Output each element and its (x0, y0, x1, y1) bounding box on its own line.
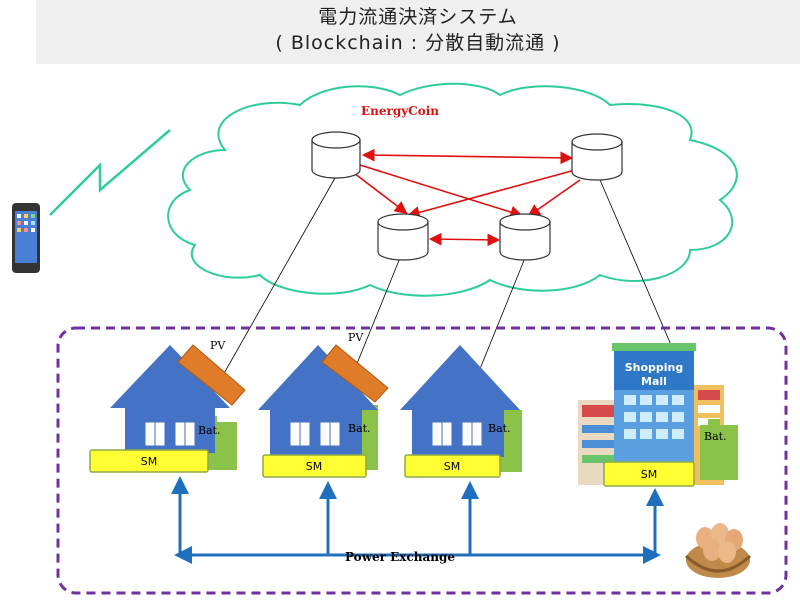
house-1 (110, 344, 246, 470)
arrow-node1-node3 (349, 169, 408, 214)
sm-label-3: SM (444, 460, 460, 473)
mall-sign-line2: Mall (641, 375, 667, 388)
mall-sign-line1: Shopping (625, 361, 684, 374)
smart-meter-4 (603, 461, 695, 487)
page-subtitle: ( Blockchain : 分散自動流通 ) (275, 32, 561, 54)
smart-meter-3 (404, 454, 501, 478)
smartphone-icon (12, 203, 40, 273)
sm-label-1: SM (141, 455, 157, 468)
bat-label-1: Bat. (198, 424, 221, 437)
sm-label-2: SM (306, 460, 322, 473)
blockchain-node-4 (499, 213, 551, 261)
local-grid-boundary (56, 326, 788, 595)
pv-panel-2 (321, 344, 389, 403)
blockchain-node-1 (311, 131, 361, 179)
title-banner: 電力流通決済システム ( Blockchain : 分散自動流通 ) (36, 0, 800, 64)
blockchain-node-2 (571, 133, 623, 181)
bat-label-4: Bat. (704, 430, 727, 443)
arrow-node3-node4 (428, 232, 501, 247)
egg-basket-icon (684, 523, 752, 578)
pv-label-1: PV (210, 339, 226, 352)
blockchain-node-3 (377, 213, 429, 261)
energycoin-label: EnergyCoin (361, 104, 439, 118)
power-exchange-label: Power Exchange (345, 550, 455, 564)
page-title: 電力流通決済システム (318, 6, 518, 28)
blockchain-cloud (167, 82, 738, 297)
arrow-node2-node3 (406, 169, 576, 219)
arrow-node2-node4 (527, 179, 581, 217)
bat-label-3: Bat. (488, 422, 511, 435)
pv-label-2: PV (348, 331, 364, 344)
house-2 (258, 344, 389, 470)
bat-label-2: Bat. (348, 422, 371, 435)
arrow-node1-node2 (361, 148, 574, 165)
pv-panel-1 (177, 344, 246, 406)
wireless-signal (49, 129, 171, 216)
house-3 (400, 345, 522, 472)
sm-label-4: SM (641, 468, 657, 481)
smart-meter-1 (89, 449, 209, 473)
battery-4 (700, 425, 738, 480)
smart-meter-2 (262, 454, 367, 478)
arrow-node1-node4 (359, 164, 524, 219)
